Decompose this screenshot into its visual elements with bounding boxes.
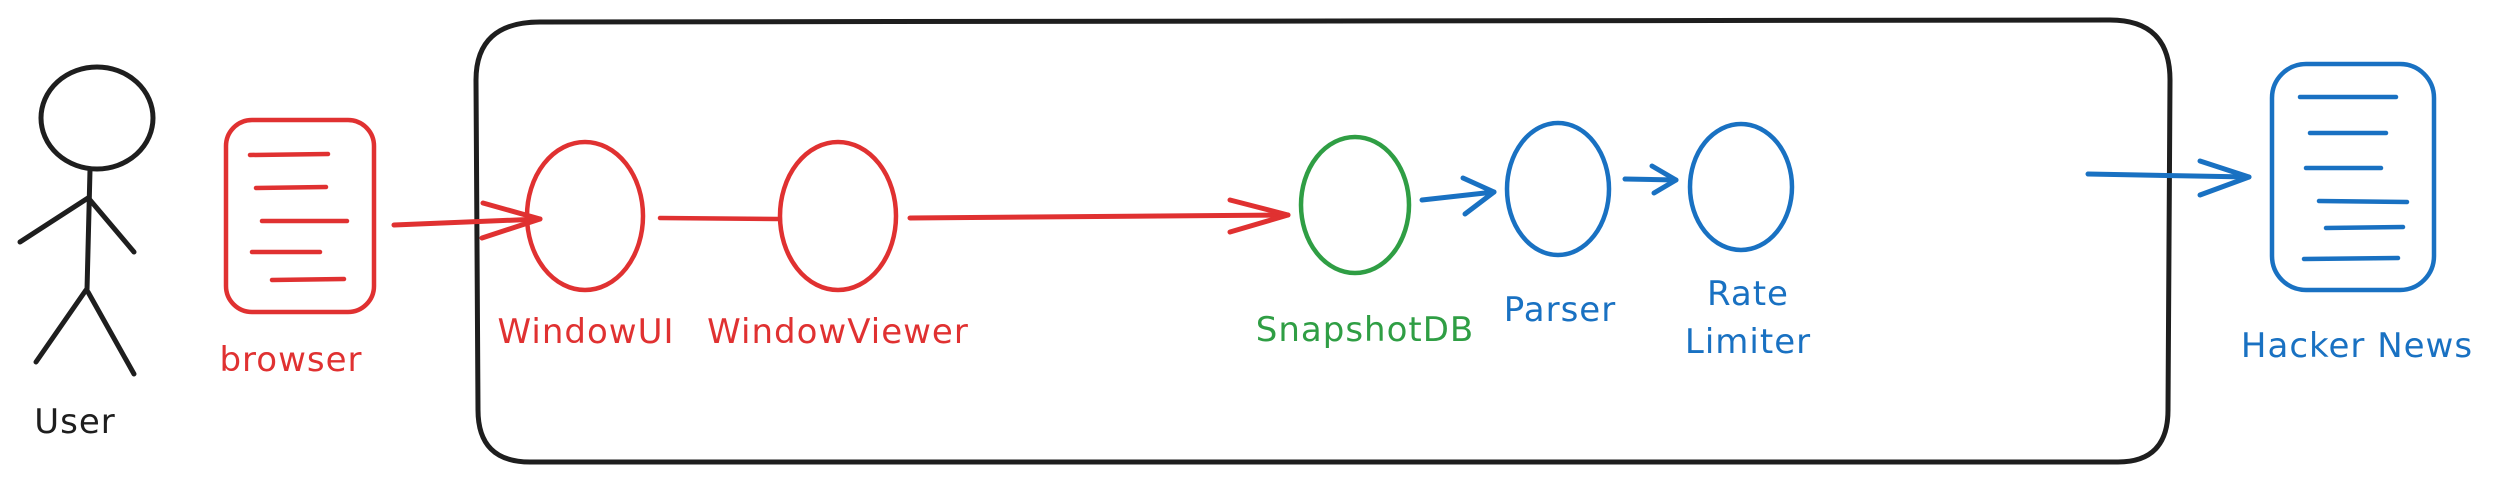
edge-windowviewer-to-snapshotdb (907, 197, 1291, 235)
parser-node (1504, 120, 1612, 258)
parser-label: Parser (1503, 290, 1617, 330)
edge-windowui-to-windowviewer (657, 215, 781, 222)
snapshotdb-node (1298, 134, 1412, 276)
edge-ratelimiter-to-hackernews (2085, 158, 2252, 198)
windowui-node (524, 139, 646, 293)
snapshotdb-label: SnapshotDB (1255, 310, 1475, 350)
edge-parser-to-ratelimiter (1622, 163, 1679, 196)
ratelimiter-node (1687, 121, 1795, 253)
system-boundary-box (473, 17, 2173, 465)
hacker-news-label: Hacker News (2240, 326, 2474, 366)
windowviewer-label: WindowViewer (707, 312, 969, 352)
browser-icon (223, 117, 377, 315)
user-label: User (34, 402, 116, 442)
hacker-news-icon (2269, 61, 2437, 293)
windowui-label: WindowUI (497, 312, 675, 352)
browser-label: browser (219, 340, 363, 380)
windowviewer-node (777, 139, 899, 293)
user-icon (17, 64, 156, 377)
edge-snapshotdb-to-parser (1419, 175, 1497, 217)
edge-browser-to-windowui (391, 200, 543, 241)
ratelimiter-label: Rate Limiter (1684, 274, 1812, 362)
